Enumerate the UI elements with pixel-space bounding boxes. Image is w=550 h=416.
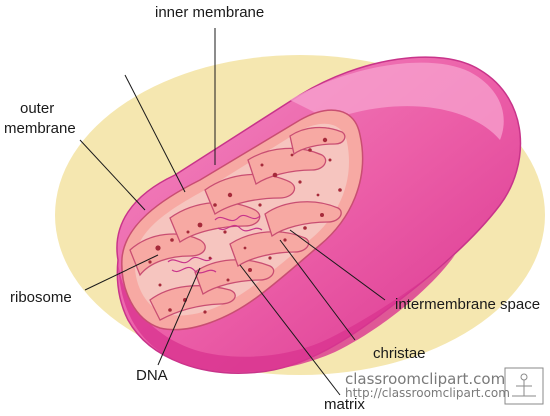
label-matrix: matrix [324, 396, 365, 413]
leader-matrix [239, 264, 341, 396]
leader-outer-membrane-a [124, 74, 186, 193]
shell-rim [118, 255, 455, 373]
cristae-folds [129, 126, 346, 321]
shell-highlight [290, 62, 504, 140]
label-christae: christae [373, 345, 426, 362]
label-outer-membrane-line2: membrane [4, 120, 76, 137]
label-intermembrane-space: intermembrane space [395, 296, 541, 313]
leader-dna [157, 267, 201, 366]
leader-outer-membrane-b [79, 139, 146, 211]
leader-christae [279, 239, 356, 341]
label-ribosome: ribosome [10, 289, 72, 306]
leader-ribosome [84, 254, 159, 291]
leader-lines [79, 28, 386, 396]
dna-strands [167, 214, 263, 274]
label-dna: DNA [136, 367, 168, 384]
leader-intermembrane-space [289, 229, 386, 301]
watermark: classroomclipart.com http://classroomcli… [345, 370, 510, 401]
label-inner-membrane: inner membrane [155, 4, 265, 21]
ribosome-dots [148, 137, 342, 314]
watermark-logo-icon [504, 367, 544, 405]
watermark-site: classroomclipart.com [345, 370, 506, 388]
label-outer-membrane-line1: outer [20, 100, 55, 117]
watermark-url: http://classroomclipart.com [345, 386, 510, 400]
